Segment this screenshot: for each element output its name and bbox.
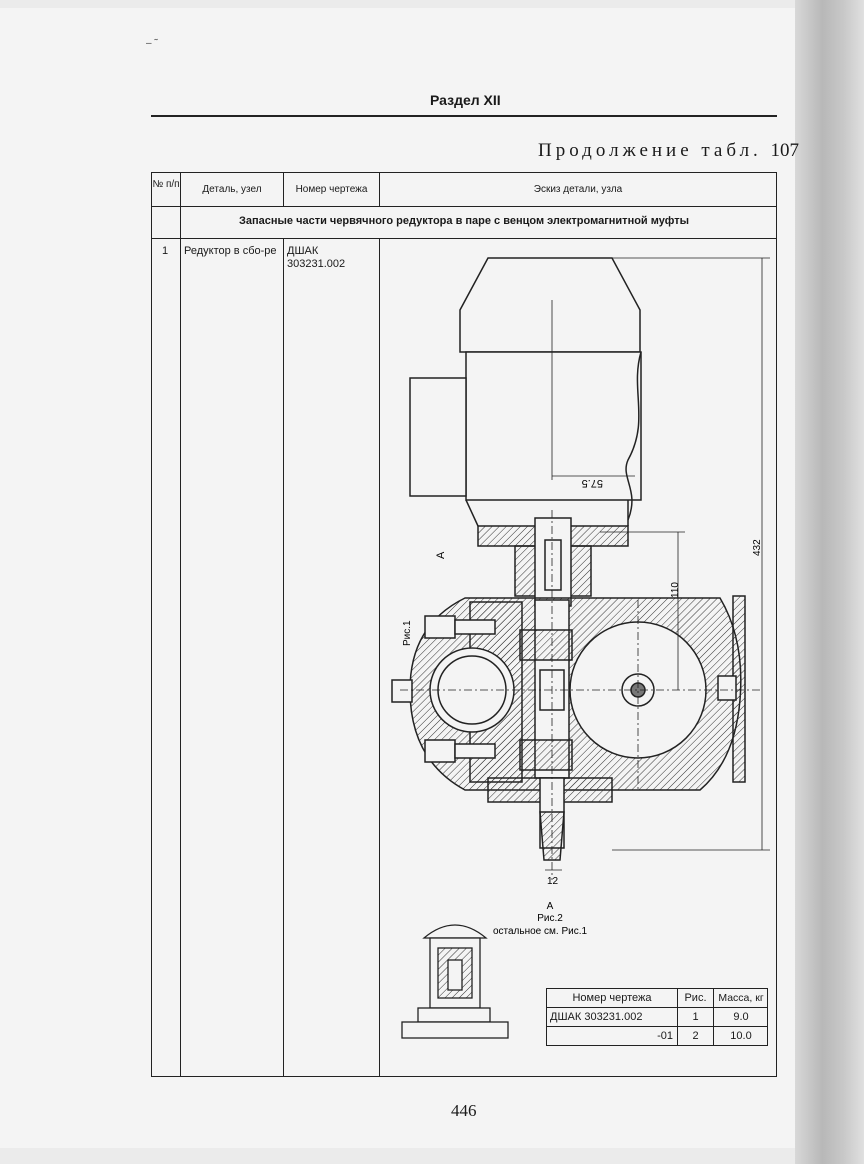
row-divider (152, 238, 776, 239)
col-divider (283, 238, 284, 1076)
motor-break-line (625, 351, 642, 521)
dim-110: 110 (670, 582, 681, 598)
spec-cell: 10.0 (730, 1030, 752, 1042)
col-header-part: Деталь, узел (202, 184, 262, 195)
spec-header-fig: Рис. (684, 992, 707, 1004)
table-continuation: Продолжение табл. 107 (538, 140, 799, 162)
col-header-num: № п/п (152, 179, 180, 190)
col-header-sketch: Эскиз детали, узла (533, 184, 623, 195)
spec-cell: 9.0 (733, 1011, 749, 1023)
col-divider (379, 173, 380, 206)
stray-marks: ‒ ˜ (146, 38, 158, 49)
page-number: 446 (451, 1101, 477, 1120)
page-binding-shadow (795, 0, 864, 1164)
col-divider (283, 173, 284, 206)
book-page (0, 8, 800, 1148)
section-title: Раздел XII (430, 92, 501, 108)
dim-57: 57.5 (582, 477, 603, 489)
spec-col-line (713, 989, 714, 1045)
spec-table: Номер чертежа Рис. Масса, кг ДШАК 303231… (546, 988, 768, 1046)
motor-cap (459, 257, 641, 353)
terminal-box (409, 377, 467, 497)
row-number: 1 (162, 245, 169, 257)
continuation-label: Продолжение табл. (538, 140, 762, 161)
spec-row-line (547, 1007, 767, 1008)
header-rule (151, 115, 777, 117)
bolt (424, 615, 456, 639)
spec-col-line (677, 989, 678, 1045)
fig1-label: Рис.1 (402, 620, 413, 646)
row-part: Редуктор в сбо-ре (184, 245, 277, 257)
fig2-a: A (547, 901, 554, 912)
spec-cell: 1 (692, 1011, 699, 1023)
col-divider (180, 173, 181, 1076)
section-heading: Запасные части червячного редуктора в па… (239, 215, 689, 227)
fig2-note: остальное см. Рис.1 (493, 926, 588, 937)
spec-header-mass: Масса, кг (718, 992, 764, 1004)
dim-12: 12 (547, 876, 559, 887)
motor-body (465, 351, 642, 501)
col-divider (379, 238, 380, 1076)
view-label: A (435, 551, 447, 559)
row-divider (152, 206, 776, 207)
spec-cell: 2 (692, 1030, 699, 1042)
bolt (391, 679, 413, 703)
spec-cell: ДШАК 303231.002 (550, 1011, 643, 1023)
table-number: 107 (770, 140, 800, 161)
row-drawing: ДШАК 303231.002 (287, 245, 346, 270)
spec-cell: -01 (657, 1030, 673, 1042)
spec-header-drawing: Номер чертежа (572, 992, 652, 1004)
fig2-label: Рис.2 (537, 913, 563, 924)
bolt (424, 739, 456, 763)
col-header-drawing: Номер чертежа (295, 184, 368, 195)
fig2-drawing (401, 924, 509, 1039)
dim-432: 432 (752, 539, 763, 556)
parts-table: № п/п Деталь, узел Номер чертежа Эскиз д… (151, 172, 777, 1077)
spec-row-line (547, 1026, 767, 1027)
col-divider (180, 173, 181, 206)
